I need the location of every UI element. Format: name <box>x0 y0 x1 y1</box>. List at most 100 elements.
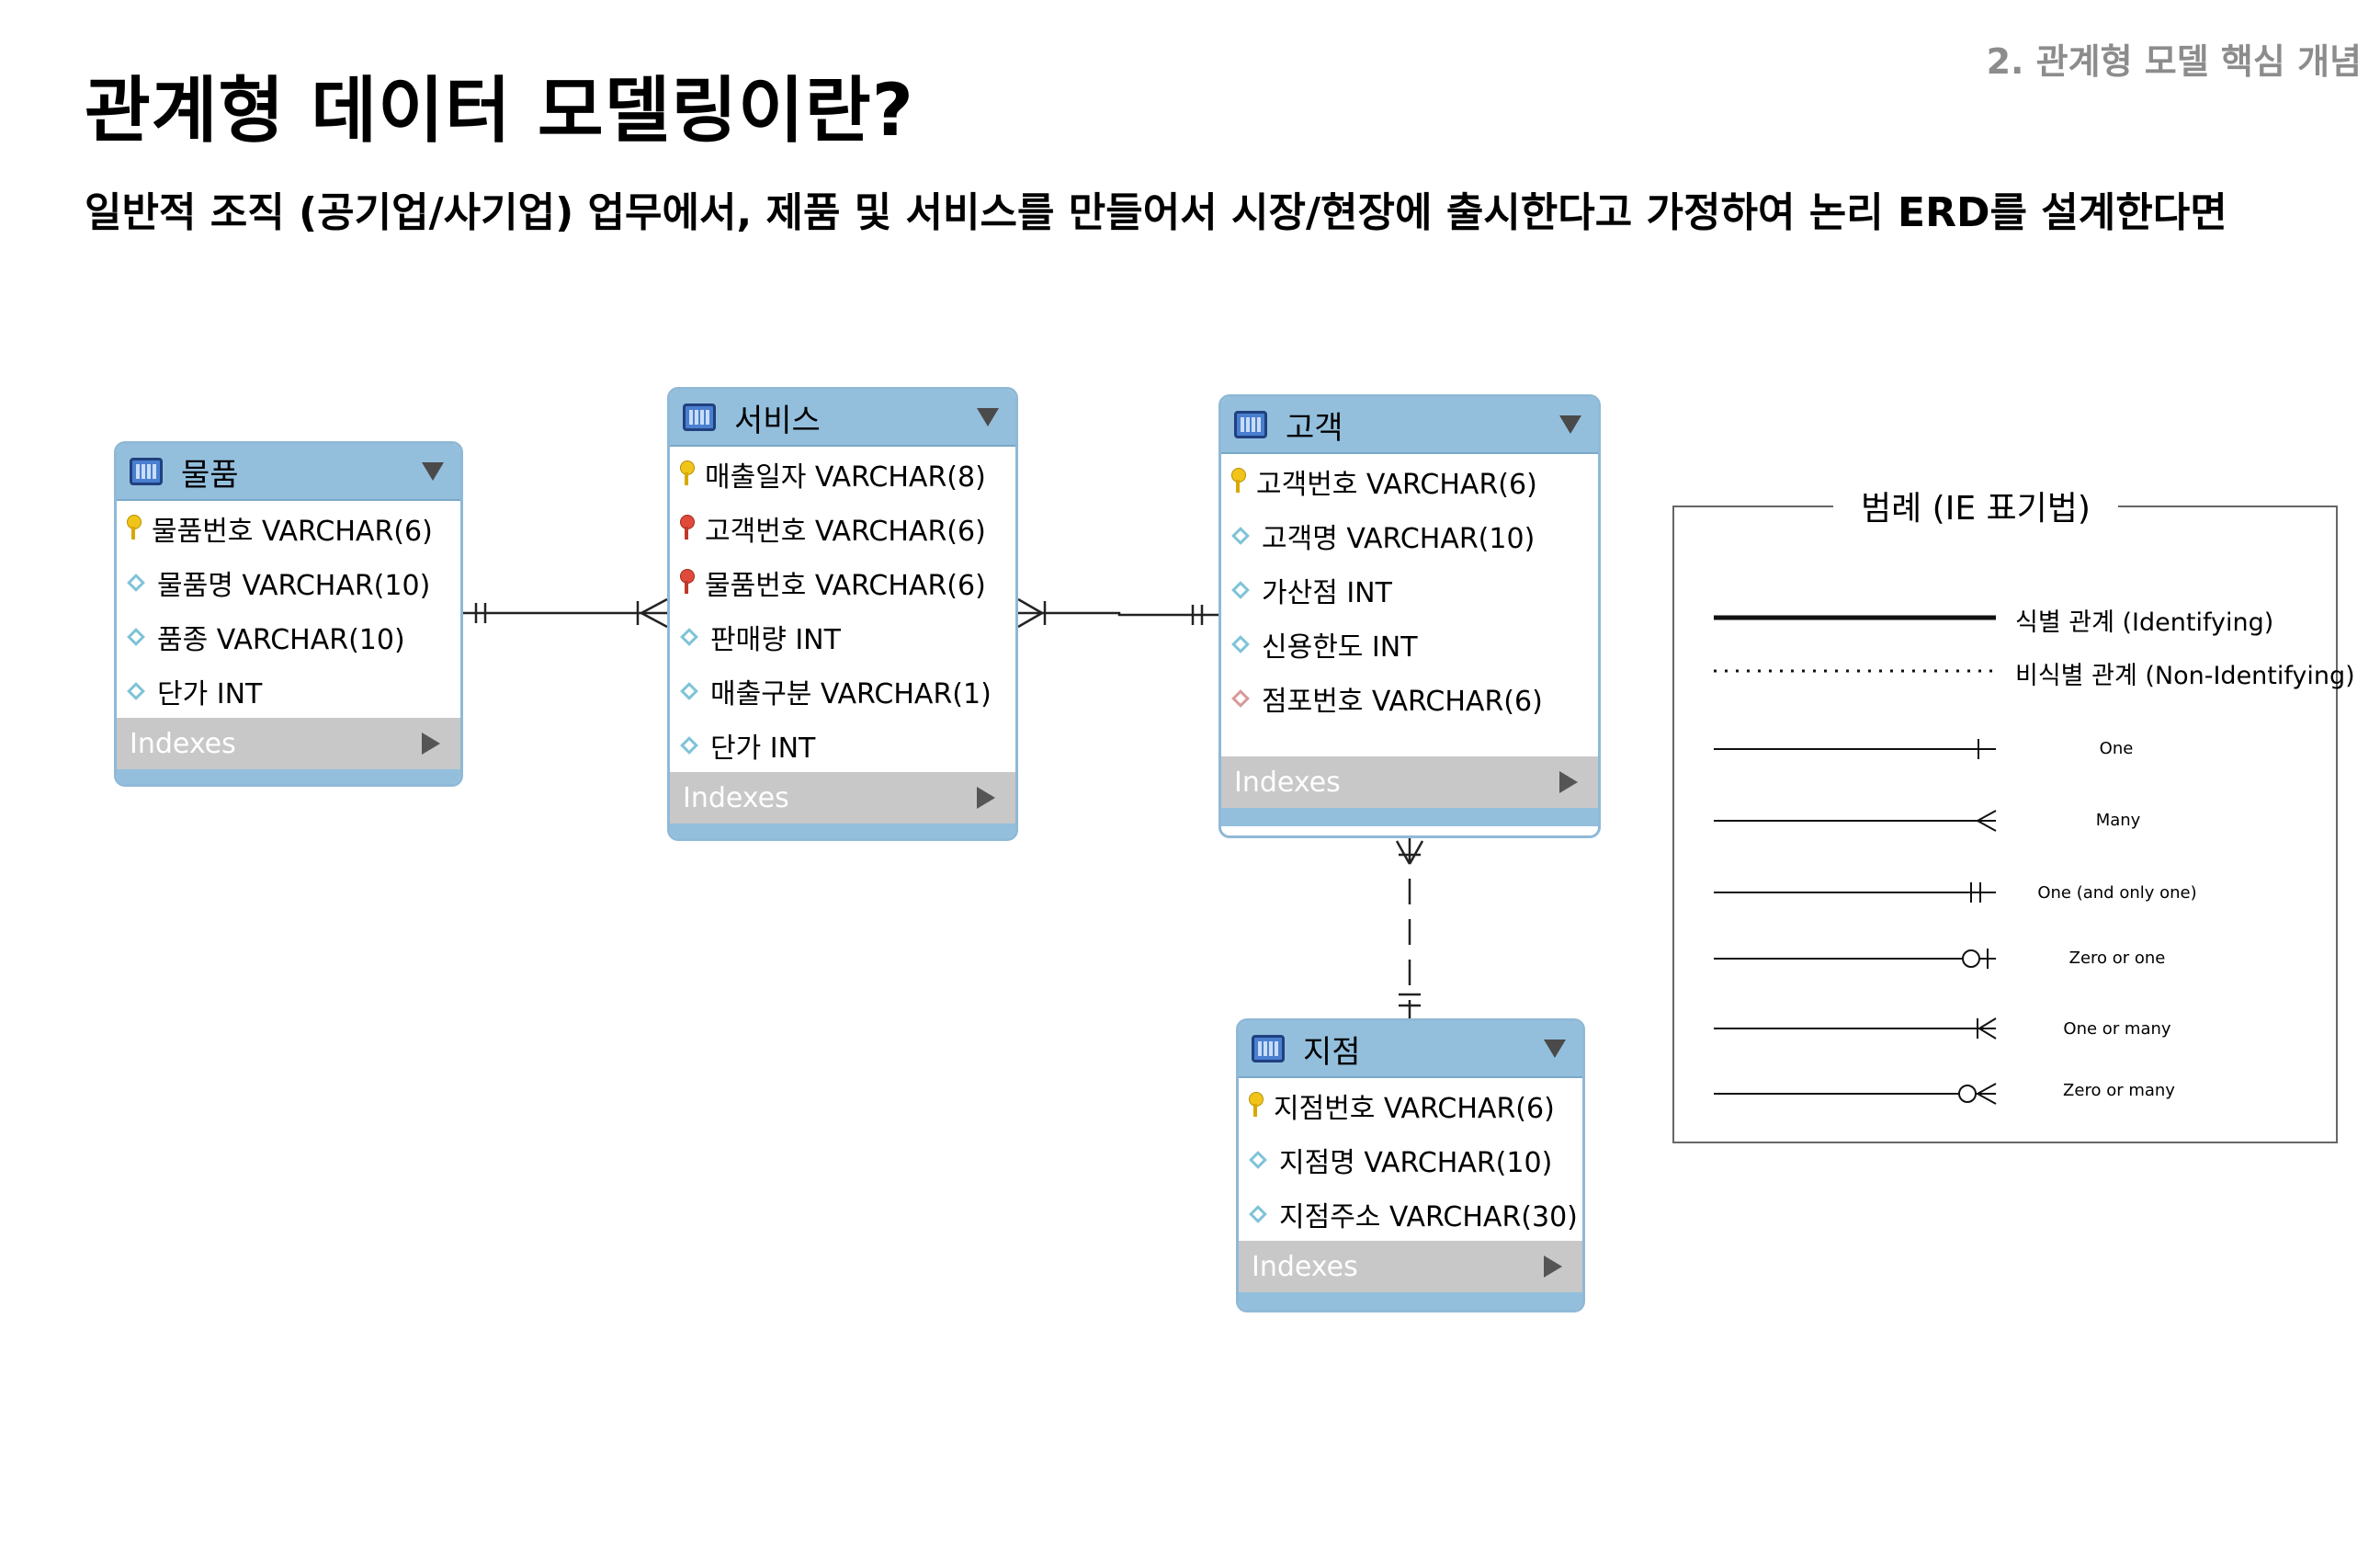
entity-service[interactable]: 서비스 매출일자 VARCHAR(8) 고객번호 VARCHAR(6) 물품번호… <box>667 387 1018 841</box>
legend-box <box>1672 506 2338 1143</box>
column-row[interactable]: 매출구분 VARCHAR(1) <box>670 664 1015 718</box>
crowfoot-lower <box>640 611 668 629</box>
column-label: 물품번호 VARCHAR(6) <box>705 569 986 602</box>
column-label: 고객명 VARCHAR(10) <box>1262 522 1536 555</box>
column-label: 판매량 INT <box>710 623 841 656</box>
legend-zero-or-many-label: Zero or many <box>2063 1081 2175 1100</box>
indexes-label: Indexes <box>130 727 236 760</box>
column-label: 지점번호 VARCHAR(6) <box>1274 1092 1555 1125</box>
legend-title: 범례 (IE 표기법) <box>1833 482 2118 529</box>
column-row[interactable]: 물품명 VARCHAR(10) <box>117 555 460 609</box>
column-row[interactable]: 판매량 INT <box>670 609 1015 664</box>
entity-footer <box>1239 1292 1582 1310</box>
collapse-arrow-icon[interactable] <box>1544 1040 1566 1058</box>
entity-footer <box>670 824 1015 838</box>
entity-branch[interactable]: 지점 지점번호 VARCHAR(6) 지점명 VARCHAR(10) 지점주소 … <box>1236 1018 1585 1312</box>
expand-arrow-icon[interactable] <box>1559 771 1578 793</box>
column-row[interactable]: 고객번호 VARCHAR(6) <box>670 501 1015 555</box>
expand-arrow-icon[interactable] <box>1544 1256 1562 1278</box>
crowfoot-right <box>1408 840 1424 865</box>
subtitle: 일반적 조직 (공기업/사기업) 업무에서, 제품 및 서비스를 만들어서 시장… <box>85 189 2227 236</box>
legend-zero-or-one-symbol <box>1714 949 1996 969</box>
legend-many-symbol <box>1714 810 1997 832</box>
column-label: 지점주소 VARCHAR(30) <box>1279 1200 1578 1233</box>
legend-non-identifying-label: 비식별 관계 (Non-Identifying) <box>2015 662 2355 690</box>
relationship-line <box>1018 611 1218 617</box>
foreign-key-icon <box>679 568 695 597</box>
indexes-row[interactable]: Indexes <box>670 772 1015 824</box>
indexes-row[interactable]: Indexes <box>1239 1241 1582 1292</box>
legend-one-and-only-one-symbol <box>1714 882 1996 903</box>
table-icon <box>130 458 163 485</box>
legend-one-or-many-label: One or many <box>2063 1019 2171 1039</box>
entity-product[interactable]: 물품 물품번호 VARCHAR(6) 물품명 VARCHAR(10) 품종 VA… <box>114 441 463 787</box>
entity-customer[interactable]: 고객 고객번호 VARCHAR(6) 고객명 VARCHAR(10) 가산점 I… <box>1218 394 1601 838</box>
entity-name: 고객 <box>1286 409 1343 447</box>
column-label: 매출구분 VARCHAR(1) <box>710 677 992 710</box>
collapse-arrow-icon[interactable] <box>1559 415 1581 434</box>
primary-key-icon <box>126 514 142 542</box>
crowfoot-left <box>1395 840 1411 865</box>
legend-many-label: Many <box>2095 811 2141 830</box>
column-label: 물품번호 VARCHAR(6) <box>152 515 433 548</box>
column-row[interactable]: 단가 INT <box>670 718 1015 772</box>
relationship-service-customer <box>1017 597 1218 629</box>
crowfoot-upper <box>1017 597 1043 615</box>
table-icon <box>1234 411 1267 438</box>
column-row[interactable]: 지점번호 VARCHAR(6) <box>1239 1078 1582 1132</box>
column-label: 고객번호 VARCHAR(6) <box>705 515 986 548</box>
entity-header[interactable]: 지점 <box>1239 1021 1582 1078</box>
entity-header[interactable]: 물품 <box>117 444 460 501</box>
collapse-arrow-icon[interactable] <box>977 408 999 426</box>
column-label: 단가 INT <box>710 732 816 765</box>
indexes-label: Indexes <box>683 781 789 814</box>
expand-arrow-icon[interactable] <box>977 787 995 809</box>
column-label: 신용한도 INT <box>1262 631 1418 664</box>
collapse-arrow-icon[interactable] <box>422 462 444 481</box>
legend-zero-or-one-label: Zero or one <box>2068 949 2166 968</box>
column-row[interactable]: 지점명 VARCHAR(10) <box>1239 1132 1582 1187</box>
expand-arrow-icon[interactable] <box>422 733 440 755</box>
entity-name: 물품 <box>181 456 239 494</box>
column-row[interactable]: 매출일자 VARCHAR(8) <box>670 447 1015 501</box>
legend-identifying-label: 식별 관계 (Identifying) <box>2015 608 2274 637</box>
column-row[interactable]: 품종 VARCHAR(10) <box>117 609 460 664</box>
entity-header[interactable]: 서비스 <box>670 390 1015 447</box>
section-tag: 2. 관계형 모델 핵심 개념 <box>1986 41 2362 82</box>
column-label: 지점명 VARCHAR(10) <box>1279 1146 1553 1179</box>
primary-key-icon <box>1230 467 1246 495</box>
column-row[interactable]: 고객명 VARCHAR(10) <box>1221 508 1598 562</box>
legend-one-label: One <box>2099 739 2134 758</box>
column-row[interactable]: 물품번호 VARCHAR(6) <box>670 555 1015 609</box>
column-label: 가산점 INT <box>1262 576 1392 609</box>
primary-key-icon <box>1248 1091 1264 1119</box>
indexes-label: Indexes <box>1252 1250 1358 1283</box>
column-label: 매출일자 VARCHAR(8) <box>705 460 986 494</box>
page-title: 관계형 데이터 모델링이란? <box>85 70 914 153</box>
relationship-customer-branch <box>1395 838 1424 1018</box>
table-icon <box>1252 1035 1285 1062</box>
column-label: 품종 VARCHAR(10) <box>157 623 405 656</box>
entity-header[interactable]: 고객 <box>1221 397 1598 454</box>
column-row[interactable]: 신용한도 INT <box>1221 617 1598 671</box>
column-row[interactable]: 가산점 INT <box>1221 562 1598 617</box>
table-icon <box>683 403 716 431</box>
column-row[interactable]: 점포번호 VARCHAR(6) <box>1221 671 1598 725</box>
column-row[interactable]: 단가 INT <box>117 664 460 718</box>
column-row[interactable]: 고객번호 VARCHAR(6) <box>1221 454 1598 508</box>
column-row[interactable]: 지점주소 VARCHAR(30) <box>1239 1187 1582 1241</box>
indexes-label: Indexes <box>1234 766 1341 799</box>
legend-one-symbol <box>1714 739 1996 759</box>
column-label: 점포번호 VARCHAR(6) <box>1262 685 1543 718</box>
entity-footer <box>1221 808 1598 826</box>
indexes-row[interactable]: Indexes <box>1221 756 1598 808</box>
indexes-row[interactable]: Indexes <box>117 718 460 769</box>
legend-one-and-only-one-label: One (and only one) <box>2037 883 2197 903</box>
legend-zero-or-many-symbol <box>1714 1083 1997 1105</box>
column-row[interactable]: 물품번호 VARCHAR(6) <box>117 501 460 555</box>
primary-key-icon <box>679 460 695 488</box>
column-label: 물품명 VARCHAR(10) <box>157 569 431 602</box>
crowfoot-upper <box>640 597 668 615</box>
